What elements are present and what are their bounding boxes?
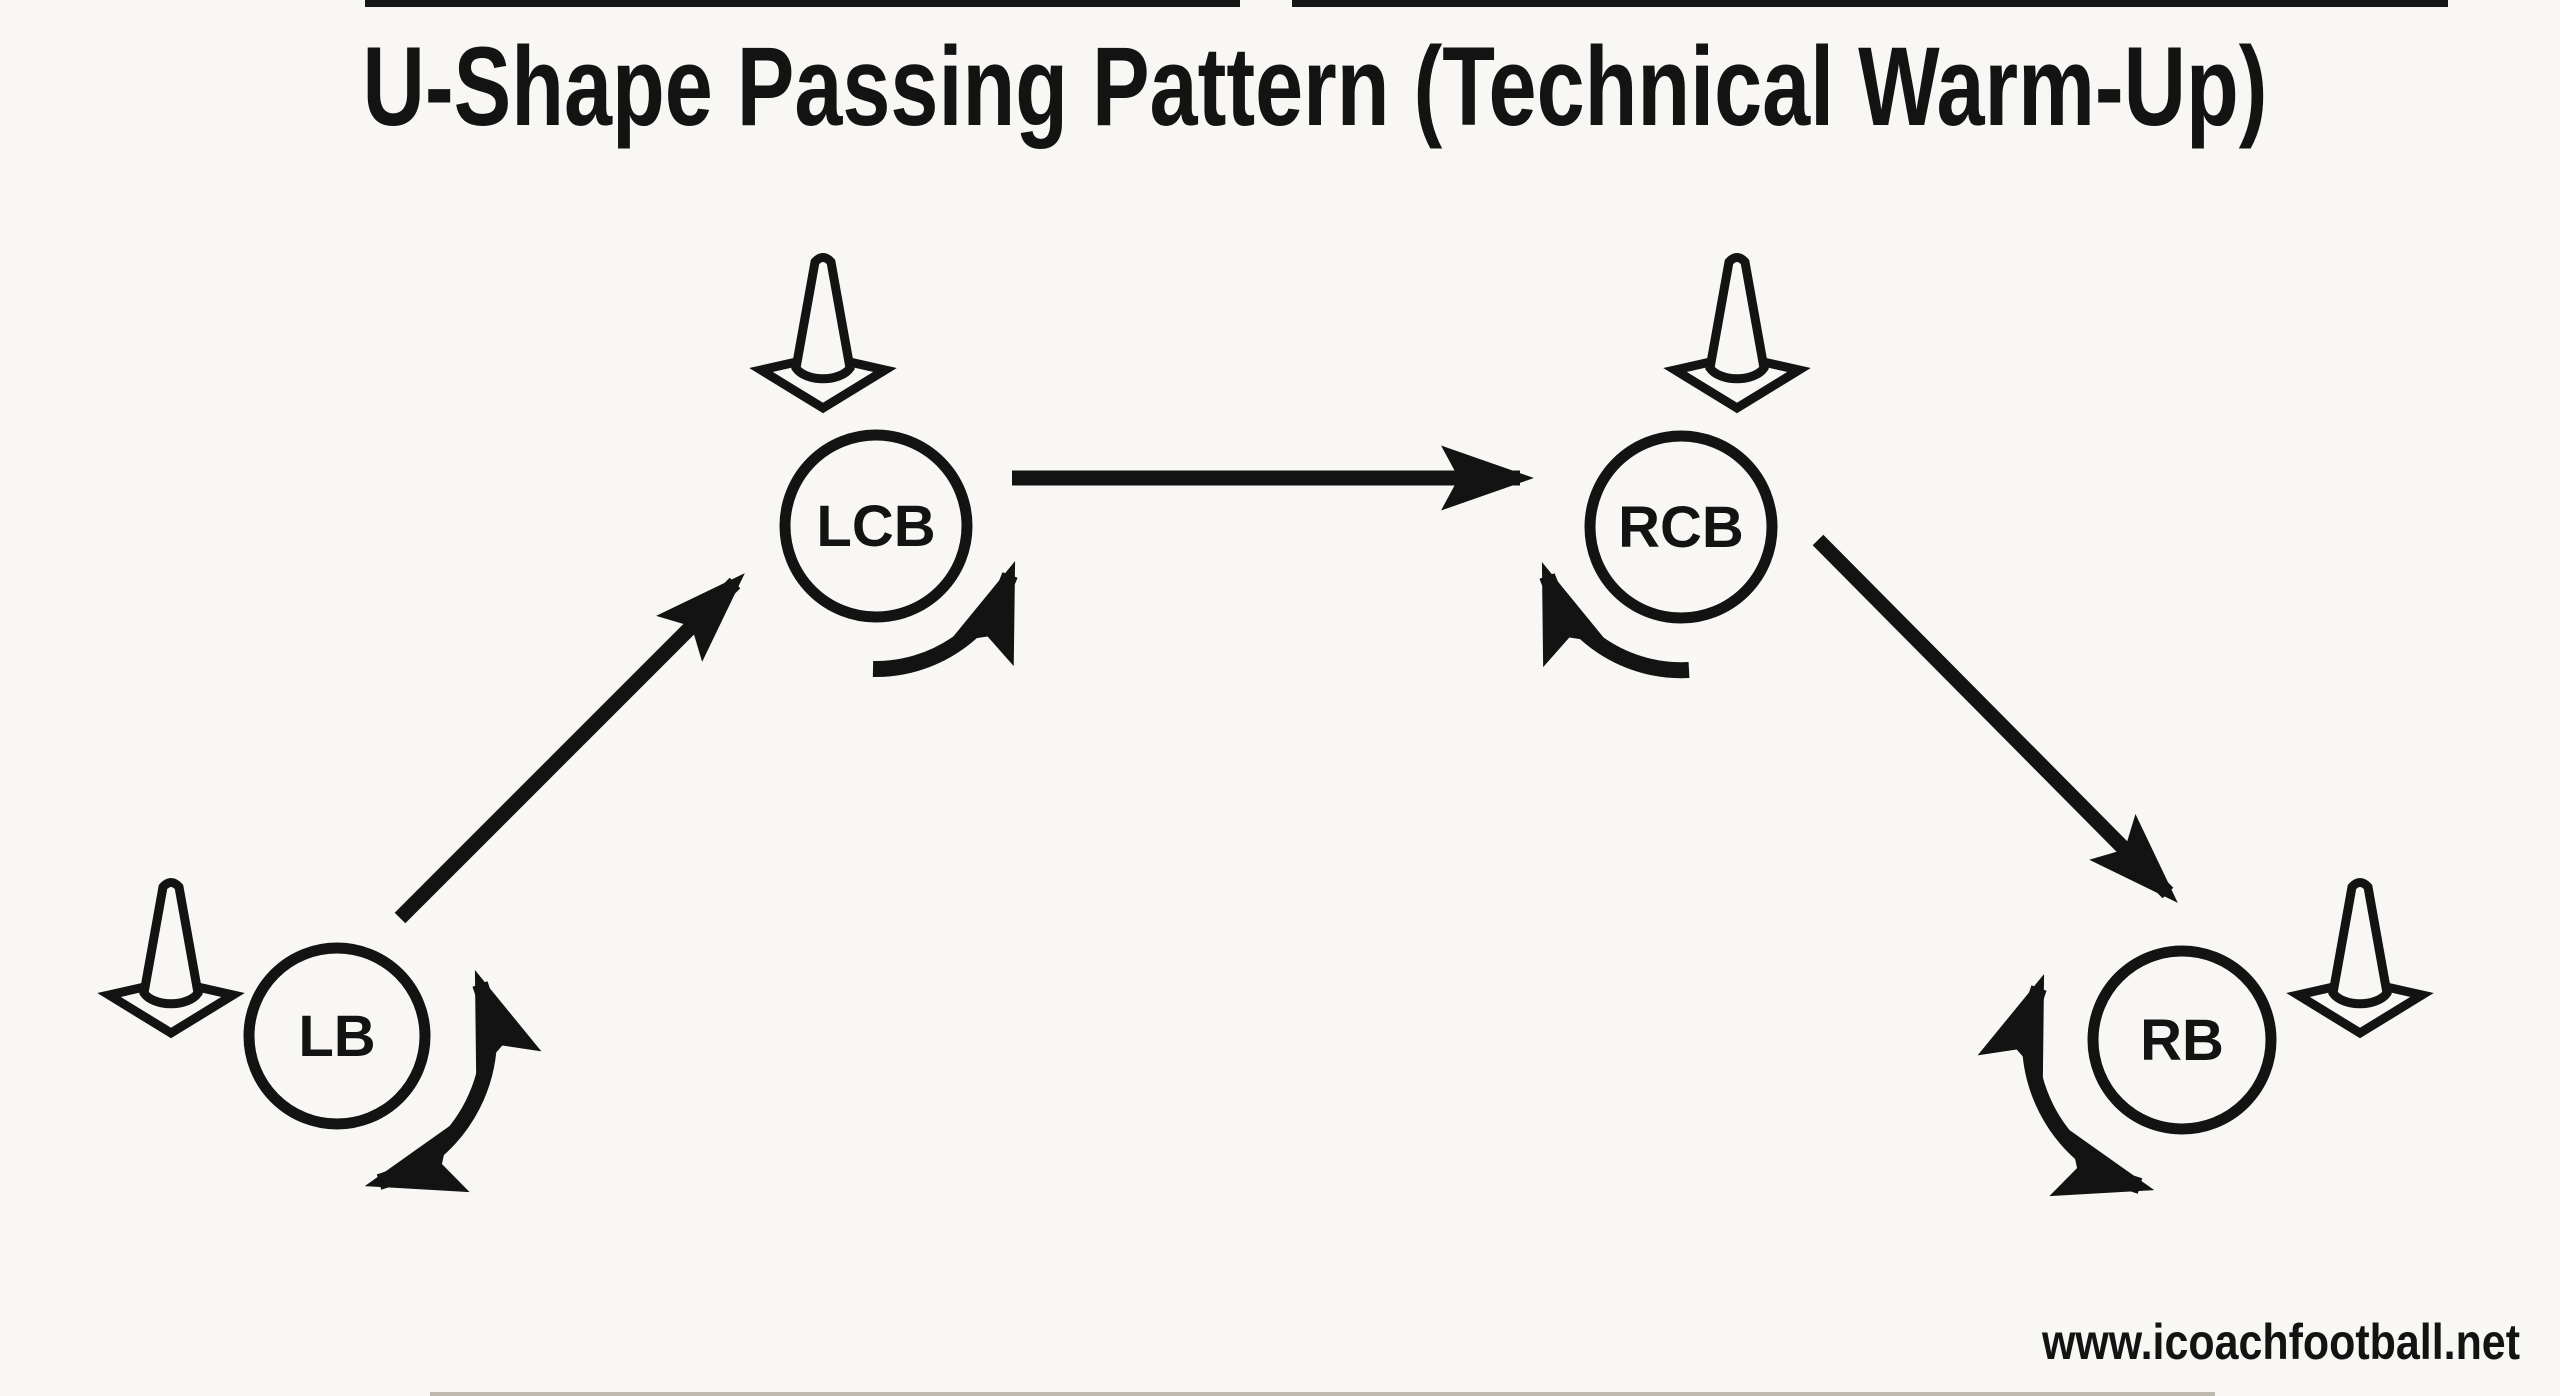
turn-arrow-rcb bbox=[1539, 562, 1690, 679]
bottom-edge-artifact bbox=[430, 1392, 2215, 1396]
player-circle-rb bbox=[2087, 945, 2277, 1135]
player-circle-lcb bbox=[779, 429, 973, 623]
pass-arrow-rcb-to-rb bbox=[1812, 534, 2178, 903]
player-label-rcb: RCB bbox=[1618, 495, 1744, 560]
player-circle-rcb bbox=[1584, 430, 1778, 624]
top-edge-artifact bbox=[365, 0, 1240, 7]
player-lcb: LCB bbox=[779, 429, 973, 623]
player-rcb: RCB bbox=[1584, 430, 1778, 624]
page-title: U-Shape Passing Pattern (Technical Warm-… bbox=[363, 24, 2268, 149]
turn-arrow-rb bbox=[1977, 974, 2155, 1197]
turn-arrow-lcb bbox=[872, 561, 1018, 678]
player-lb: LB bbox=[243, 942, 431, 1130]
player-rb: RB bbox=[2087, 945, 2277, 1135]
top-edge-artifact bbox=[1292, 0, 2448, 7]
player-circle-lb bbox=[243, 942, 431, 1130]
turn-arrow-lb bbox=[364, 970, 542, 1193]
player-label-lb: LB bbox=[298, 1004, 375, 1069]
player-label-lcb: LCB bbox=[816, 494, 935, 559]
player-label-rb: RB bbox=[2140, 1008, 2224, 1073]
watermark: www.icoachfootball.net bbox=[2041, 1314, 2520, 1370]
pass-arrow-lb-to-lcb bbox=[394, 573, 745, 924]
